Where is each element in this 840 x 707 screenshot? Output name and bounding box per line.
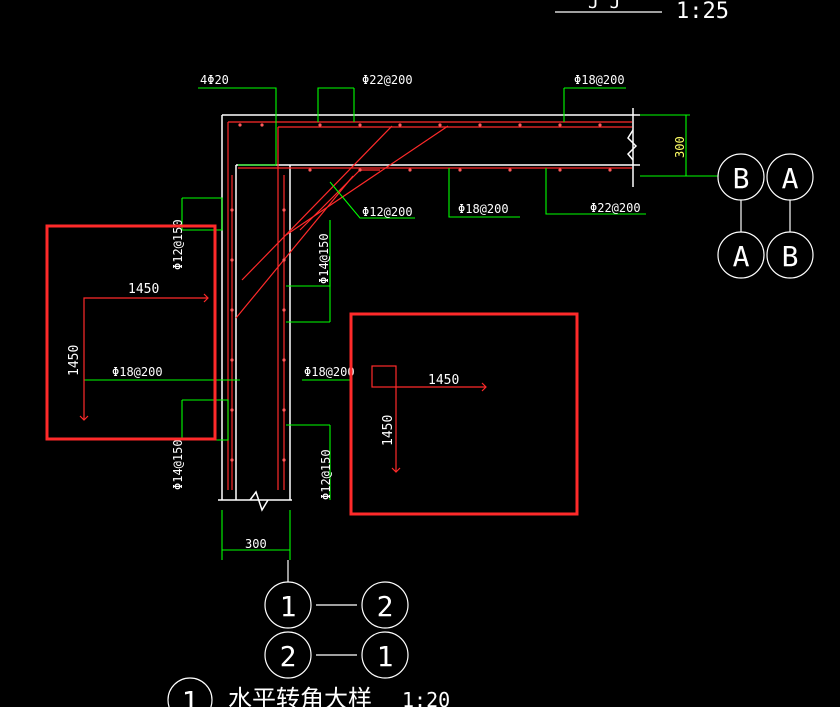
rebar-labels: 4Φ20 Φ22@200 Φ18@200 Φ12@200 Φ18@200 Φ22…: [112, 73, 641, 500]
left-len-v: 1450: [67, 345, 82, 376]
bubble-bottom-r1-right: 2: [377, 590, 394, 623]
bubble-bottom-r2-left: 2: [280, 640, 297, 673]
rebar-dots: [230, 123, 612, 462]
bubble-bottom-r2-right: 1: [377, 640, 394, 673]
leader-lines: [84, 87, 718, 560]
axis-bubbles-bottom: [264, 560, 409, 679]
label-right-phi14: Φ14@150: [317, 233, 331, 284]
right-len-v: 1450: [381, 415, 396, 446]
label-4phi20: 4Φ20: [200, 73, 229, 87]
dim-wall-right: 300: [673, 136, 687, 158]
detail-scale: 1:20: [402, 688, 450, 707]
label-mid-phi12: Φ12@200: [362, 205, 413, 219]
label-right-phi18: Φ18@200: [304, 365, 355, 379]
label-left-phi12: Φ12@150: [171, 219, 185, 270]
svg-text:J J: J J: [588, 0, 621, 13]
rebar-lines: [227, 121, 632, 490]
axis-bubble-labels-right: B A A B: [733, 162, 799, 273]
bubble-bottom-r1-left: 1: [280, 590, 297, 623]
bubble-right-bottom-left: A: [733, 240, 750, 273]
detail-number: 1: [182, 685, 199, 707]
label-top-phi22: Φ22@200: [362, 73, 413, 87]
top-title-fragment: J J 1:25: [555, 0, 729, 24]
label-right-phi12: Φ12@150: [319, 449, 333, 500]
bubble-right-top-left: B: [733, 162, 750, 195]
label-left-phi14: Φ14@150: [171, 439, 185, 490]
right-len-h: 1450: [428, 373, 459, 388]
left-len-h: 1450: [128, 282, 159, 297]
bubble-right-bottom-right: B: [782, 240, 799, 273]
right-highlight-box: 1450 1450: [349, 312, 579, 516]
bubble-right-top-right: A: [782, 162, 799, 195]
label-top-phi18: Φ18@200: [574, 73, 625, 87]
label-left-phi18: Φ18@200: [112, 365, 163, 379]
left-highlight-box: 1450 1450: [45, 224, 217, 441]
top-scale: 1:25: [676, 0, 729, 24]
wall-outline: [218, 108, 640, 512]
dim-wall-bottom: 300: [245, 537, 267, 551]
detail-title: 1 水平转角大样 1:20: [167, 677, 450, 707]
axis-bubble-labels-bottom: 1 2 2 1: [280, 590, 394, 673]
axis-bubbles-right: [717, 153, 814, 279]
detail-title-text: 水平转角大样: [228, 685, 372, 707]
label-mid-phi22: Φ22@200: [590, 201, 641, 215]
dimensions: 300 300: [245, 136, 687, 551]
label-mid-phi18: Φ18@200: [458, 202, 509, 216]
